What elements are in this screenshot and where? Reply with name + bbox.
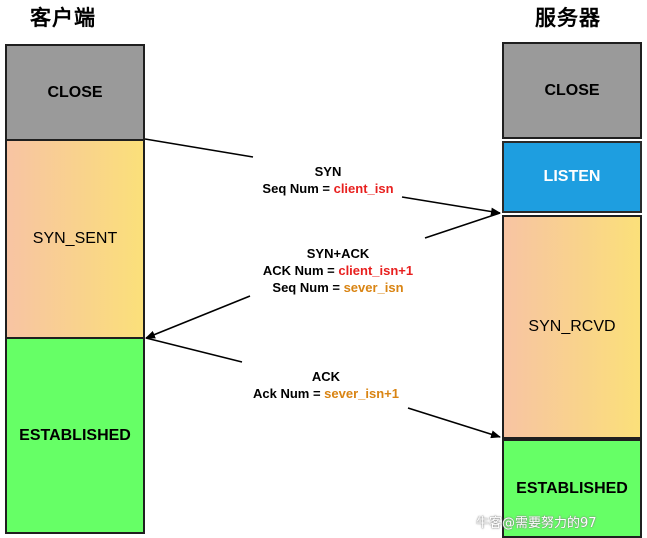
ack-arrow-head	[407, 407, 501, 439]
syn-arrow-tail	[144, 138, 254, 158]
client-state-syn-sent: SYN_SENT	[5, 139, 145, 339]
syn-seq-value: client_isn	[333, 181, 394, 196]
synack-ack-line: ACK Num = client_isn+1	[238, 262, 438, 279]
synack-seq-label: Seq Num =	[272, 280, 344, 295]
syn-label: SYN	[314, 164, 342, 179]
synack-arrow-head	[145, 295, 251, 339]
server-state-column: CLOSE LISTEN SYN_RCVD ESTABLISHED	[502, 42, 642, 538]
synack-label: SYN+ACK	[306, 246, 370, 261]
server-state-established: ESTABLISHED	[502, 439, 642, 538]
synack-ack-label: ACK Num =	[262, 263, 339, 278]
syn-seq-label: Seq Num =	[262, 181, 334, 196]
watermark: 牛客@需要努力的97	[476, 516, 597, 531]
client-state-established: ESTABLISHED	[5, 337, 145, 534]
client-state-column: CLOSE SYN_SENT ESTABLISHED	[5, 44, 145, 534]
syn-seq-line: Seq Num = client_isn	[248, 180, 408, 197]
ack-label: ACK	[311, 369, 341, 384]
ack-ack-value: sever_isn+1	[324, 386, 399, 401]
ack-arrow-tail	[145, 337, 243, 363]
synack-seq-line: Seq Num = sever_isn	[238, 279, 438, 296]
synack-ack-value: client_isn+1	[338, 263, 414, 278]
syn-message: SYN Seq Num = client_isn	[248, 163, 408, 197]
server-state-listen: LISTEN	[502, 141, 642, 213]
server-title: 服务器	[535, 6, 601, 30]
ack-message: ACK Ack Num = sever_isn+1	[236, 368, 416, 402]
synack-message: SYN+ACK ACK Num = client_isn+1 Seq Num =…	[238, 245, 438, 296]
server-state-syn-rcvd: SYN_RCVD	[502, 215, 642, 439]
synack-seq-value: sever_isn	[343, 280, 404, 295]
client-title: 客户端	[30, 6, 96, 30]
syn-arrow-head	[401, 196, 501, 216]
ack-ack-label: Ack Num =	[253, 386, 325, 401]
ack-ack-line: Ack Num = sever_isn+1	[236, 385, 416, 402]
server-state-close: CLOSE	[502, 42, 642, 139]
synack-arrow-tail	[424, 212, 501, 239]
